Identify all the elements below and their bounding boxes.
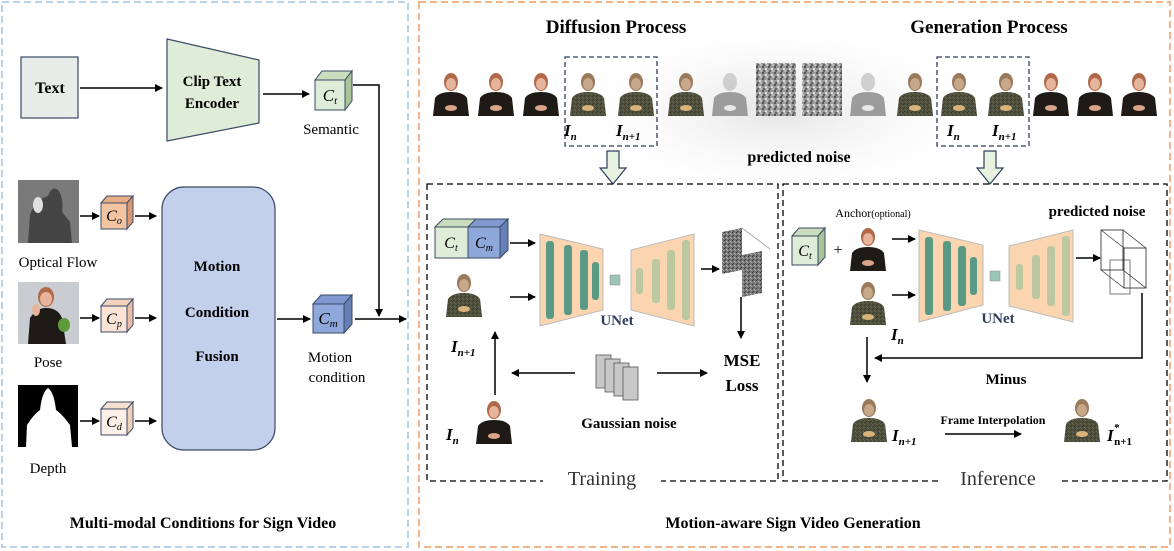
training-predicted-noise-output — [722, 227, 771, 297]
semantic-label: Semantic — [303, 122, 359, 138]
minus-label: Minus — [986, 372, 1027, 388]
fusion-label-3: Fusion — [195, 349, 239, 365]
depth-label: Depth — [30, 461, 67, 477]
motion-condition-fusion-block — [161, 186, 276, 451]
gaussian-noise-label: Gaussian noise — [581, 416, 677, 432]
gaussian-noise-stack — [595, 354, 639, 401]
training-label: Training — [568, 468, 636, 490]
inference-in-label: In — [890, 325, 904, 347]
svg-text:Ct: Ct — [444, 235, 458, 254]
svg-text:Ct: Ct — [798, 243, 812, 262]
inference-unet — [918, 229, 1074, 323]
text-input-label: Text — [35, 80, 65, 97]
arrow-ct-down — [353, 84, 383, 317]
ct-cm-combined-cube: Ct Cm — [433, 217, 510, 260]
depth-image — [18, 385, 78, 447]
frame-interpolation-label: Frame Interpolation — [941, 413, 1046, 427]
diffusion-selection-box — [564, 56, 658, 147]
svg-text:Co: Co — [106, 208, 122, 227]
training-label-bg — [543, 468, 661, 488]
inference-unet-label: UNet — [981, 311, 1014, 327]
anchor-frame — [850, 228, 886, 271]
down-arrow-training — [598, 150, 628, 185]
anchor-label: Anchor(optional) — [835, 206, 910, 220]
training-in1-label: In+1 — [450, 337, 476, 359]
condition-label: condition — [309, 370, 366, 386]
fusion-label-2: Condition — [185, 305, 250, 321]
svg-text:Ct: Ct — [323, 86, 338, 107]
training-unet-label: UNet — [600, 313, 633, 329]
generation-in1-label: In+1 — [991, 121, 1017, 143]
training-unet — [539, 233, 695, 327]
training-in-frame — [476, 401, 512, 444]
loss-label: Loss — [725, 376, 758, 395]
co-cube: Co — [80, 194, 157, 231]
interpolated-frame — [1064, 399, 1100, 442]
svg-text:Cd: Cd — [106, 414, 123, 433]
predicted-noise-label: predicted noise — [747, 149, 850, 166]
svg-text:Cm: Cm — [318, 309, 337, 330]
ct-semantic-cube: Ct — [313, 69, 354, 112]
plus-sign: + — [833, 242, 842, 259]
clip-text-encoder — [166, 38, 260, 142]
cm-motion-cube: Cm — [311, 293, 354, 335]
optical-flow-image — [18, 180, 79, 243]
svg-text:Cp: Cp — [106, 311, 122, 330]
encoder-label-2: Encoder — [185, 96, 240, 112]
cd-cube: Cd — [80, 400, 157, 437]
text-input-box — [20, 56, 79, 119]
inference-in-frame — [850, 282, 886, 325]
pose-label: Pose — [34, 355, 63, 371]
training-in1-frame — [446, 274, 482, 317]
arrow-minus-feedback — [874, 293, 1143, 362]
inference-label-bg — [938, 468, 1058, 488]
pose-image — [18, 282, 79, 344]
right-panel-border — [418, 1, 1171, 548]
encoder-label-1: Clip Text — [183, 74, 242, 90]
diffusion-in-label: In — [563, 121, 577, 143]
inference-ct-cube: Ct — [790, 226, 827, 267]
inference-label: Inference — [960, 468, 1036, 490]
down-arrow-inference — [975, 150, 1005, 185]
left-panel-border — [1, 1, 409, 548]
cp-cube: Cp — [80, 297, 157, 334]
inference-predicted-noise-label: predicted noise — [1049, 204, 1146, 220]
generation-process-title: Generation Process — [910, 17, 1067, 38]
mse-label: MSE — [724, 351, 761, 370]
diffusion-in1-label: In+1 — [615, 121, 641, 143]
training-in-label: In — [445, 425, 459, 447]
left-panel-title: Multi-modal Conditions for Sign Video — [70, 515, 336, 532]
frame-strip — [433, 63, 1157, 116]
inference-in1-label: In+1 — [891, 426, 917, 448]
optical-flow-label: Optical Flow — [19, 255, 98, 271]
right-panel-title: Motion-aware Sign Video Generation — [665, 515, 920, 532]
fusion-label-1: Motion — [194, 259, 241, 275]
inference-noise-output-frames — [1100, 229, 1147, 295]
inference-in1-frame — [851, 399, 887, 442]
motion-label: Motion — [308, 350, 353, 366]
interpolated-frame-label: I*n+1 — [1106, 422, 1132, 448]
diffusion-process-title: Diffusion Process — [546, 17, 687, 38]
generation-in-label: In — [946, 121, 960, 143]
generation-selection-box — [936, 56, 1030, 147]
